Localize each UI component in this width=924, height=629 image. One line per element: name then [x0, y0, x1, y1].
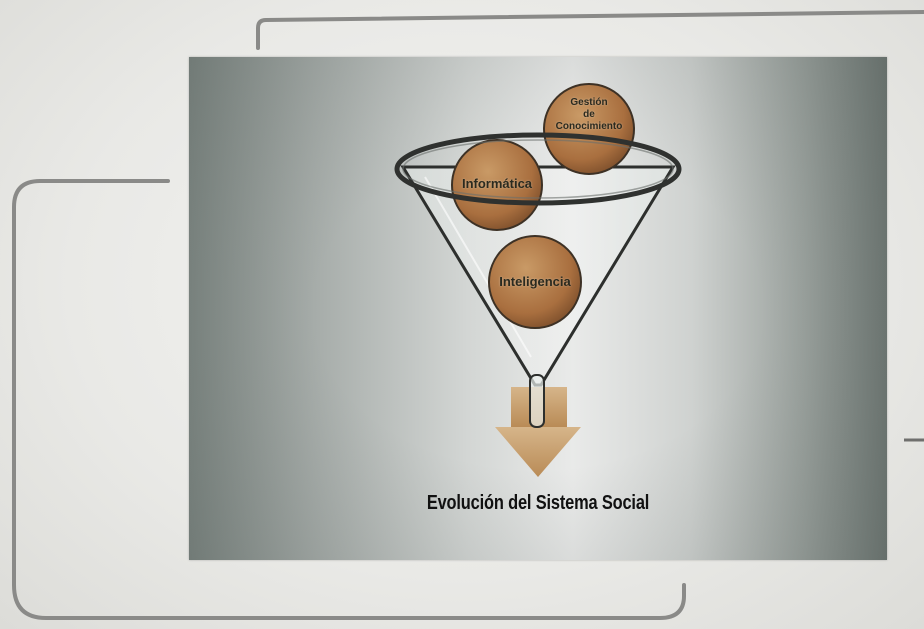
funnel-rim-inner [402, 139, 674, 199]
left-bracket-line [12, 179, 686, 620]
label-gestion-line3: Conocimiento [555, 121, 623, 132]
circle-informatica [451, 139, 543, 231]
label-gestion-line1: Gestión [570, 97, 608, 108]
circle-inteligencia [488, 235, 582, 329]
diagram-caption: Evolución del Sistema Social [426, 492, 650, 514]
label-gestion-line2: de [583, 109, 595, 120]
slide-image: Gestión de Conocimiento Informática Inte… [189, 57, 887, 560]
funnel-rim [394, 132, 682, 206]
top-bracket-line [256, 10, 924, 50]
label-inteligencia: Inteligencia [489, 274, 581, 290]
label-gestion: Gestión de Conocimiento [547, 97, 631, 133]
funnel-diagram [394, 83, 682, 477]
label-inteligencia-line1: Inteligencia [499, 274, 571, 289]
label-informatica-line1: Informática [461, 176, 533, 191]
funnel-stem [529, 374, 545, 428]
funnel-inner-highlight [424, 176, 532, 358]
circle-gestion [543, 83, 635, 175]
label-informatica: Informática [451, 176, 543, 192]
